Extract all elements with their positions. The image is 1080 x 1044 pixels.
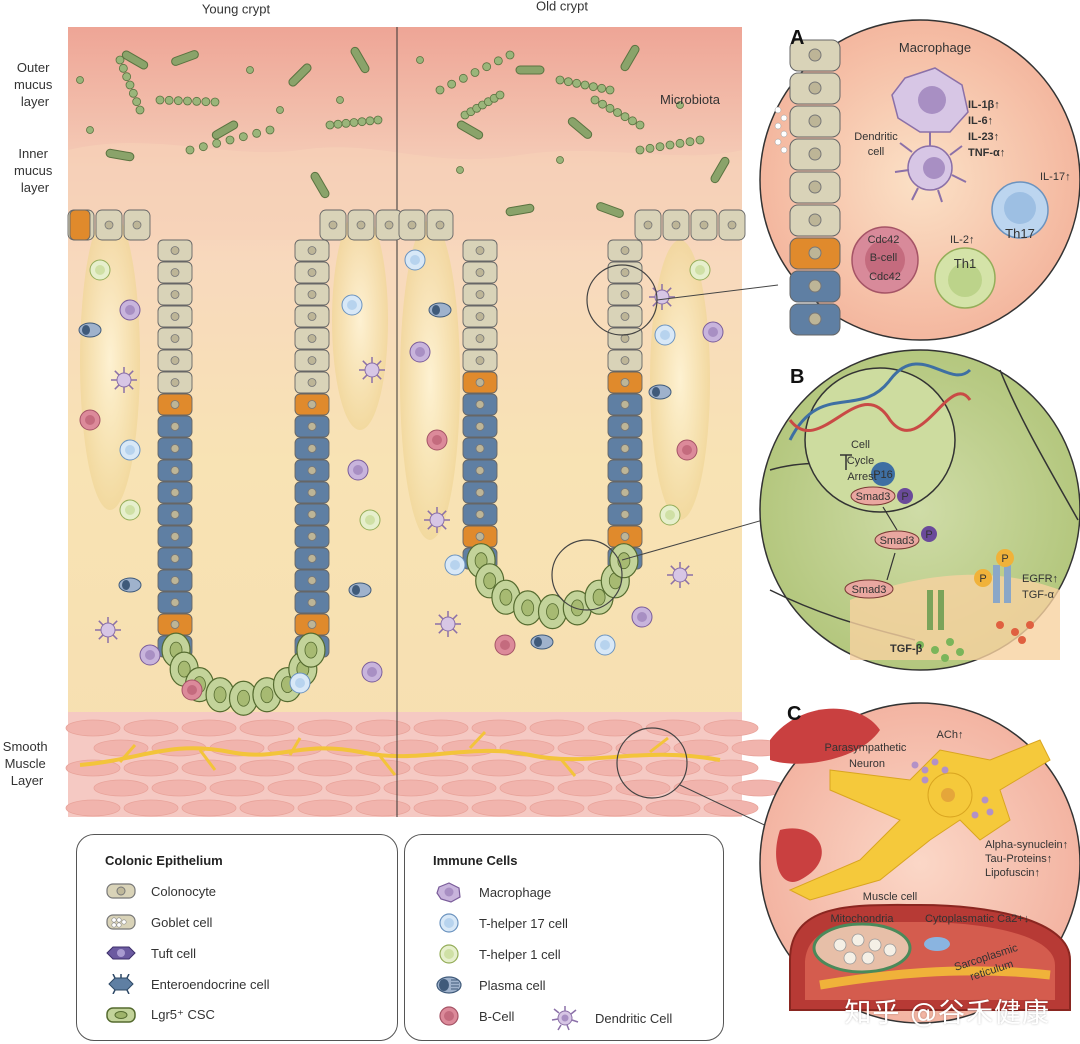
legend-immune-title: Immune Cells [433, 853, 518, 868]
legend-dendritic: Dendritic Cell [549, 1005, 672, 1031]
p16-icon [871, 462, 895, 486]
enteroendocrine-cell-icon [108, 974, 134, 994]
watermark: 知乎 @谷禾健康 [844, 998, 1050, 1029]
p-label-1: P [901, 491, 908, 503]
panel-c-letter: C [787, 703, 801, 725]
legend-th17: T-helper 17 cell [433, 912, 568, 934]
neuron-label: Parasympathetic Neuron [825, 742, 910, 770]
lamina-immune-cells [78, 249, 724, 701]
dendritic-legend-icon [551, 1006, 579, 1031]
legend-enteroendocrine: Enteroendocrine cell [105, 974, 270, 994]
p-label-4: P [1001, 553, 1008, 565]
smad3-label-1: Smad3 [856, 491, 891, 503]
b-cell-legend-icon [439, 1006, 459, 1026]
legend-epithelium-title: Colonic Epithelium [105, 853, 223, 868]
macrophage-label: Macrophage [899, 40, 971, 55]
inner-mucus-boundary [68, 142, 742, 240]
zoom-marker-b [551, 539, 623, 611]
mitochondria-label: Mitochondria [831, 913, 895, 925]
inner-mucus-label: Inner mucus layer [14, 146, 56, 195]
smooth-muscle-label: Smooth Muscle Layer [3, 739, 51, 788]
legend-bcell: B-Cell [433, 1005, 514, 1027]
cell-cycle-arrest-label: Cell Cycle Arrest [847, 439, 878, 483]
legend-goblet: Goblet cell [105, 912, 212, 932]
tgf-alpha-label: TGF-α [1022, 589, 1055, 601]
panel-b-letter: B [790, 366, 804, 388]
legend-th1: T-helper 1 cell [433, 943, 561, 965]
legend-tuft: Tuft cell [105, 943, 196, 963]
p16-label: P16 [873, 469, 893, 481]
th17-legend-icon [439, 913, 459, 933]
smad3-nuclear [850, 486, 896, 506]
legend-immune: Immune Cells Macrophage T-helper 17 cell… [404, 834, 724, 1041]
mitochondria-icon [812, 922, 912, 974]
b-cell-label: Cdc42 B-cell Cdc42 [868, 234, 903, 283]
muscle-cell-label: Muscle cell [863, 891, 917, 903]
tgf-beta-label: TGF-β [890, 643, 923, 655]
legend-csc: Lgr5⁺ CSC [105, 1005, 215, 1025]
dendritic-cell-icon [894, 132, 967, 203]
old-crypt-label: Old crypt [536, 0, 588, 13]
csc-icon [106, 1007, 136, 1023]
smad3-mid [874, 530, 920, 550]
ca-label: Cytoplasmatic Ca2+↓ [925, 913, 1029, 925]
il17-label: IL-17↑ [1040, 171, 1071, 183]
th1-legend-icon [439, 944, 459, 964]
panel-a-letter: A [790, 27, 804, 49]
young-crypt-label: Young crypt [202, 1, 271, 16]
outer-mucus-label: Outer mucus layer [14, 60, 56, 109]
egfr-receptor [974, 549, 1034, 644]
legend-macrophage: Macrophage [433, 881, 551, 903]
protein-list: Alpha-synuclein↑ Tau-Proteins↑ Lipofusci… [985, 839, 1071, 879]
smad3-low [844, 579, 894, 599]
legend-colonocyte: Colonocyte [105, 881, 216, 901]
microbiota-label: Microbiota [660, 92, 721, 107]
il2-label: IL-2↑ [950, 234, 974, 246]
macrophage-legend-icon [436, 882, 461, 903]
smooth-muscle-layer [65, 712, 787, 817]
panel-c: C Parasympathetic Neuron ACh↑ Alpha-synu… [759, 702, 1080, 1024]
p-label-2: P [925, 529, 932, 541]
tgf-beta-receptor [916, 590, 964, 662]
egfr-label: EGFR↑ [1022, 573, 1058, 585]
tuft-cell-icon [106, 946, 136, 960]
legend-epithelium: Colonic Epithelium Colonocyte Goblet cel… [76, 834, 398, 1041]
th1-label: Th1 [954, 256, 976, 271]
legend-plasma: Plasma cell [433, 974, 545, 996]
plasma-cell-legend-icon [436, 976, 462, 994]
zoom-marker-c [616, 727, 688, 799]
panel-b: B Cell Cycle Arrest P16 Smad3 P Smad3 P … [759, 349, 1080, 671]
old-crypt [398, 209, 746, 630]
colonocyte-icon [106, 883, 136, 899]
ach-label: ACh↑ [937, 729, 964, 741]
th17-label: Th17 [1005, 226, 1035, 241]
smad3-label-3: Smad3 [852, 584, 887, 596]
goblet-cell-icon [106, 914, 136, 930]
p-label-3: P [979, 573, 986, 585]
cytokine-list: IL-1β↑ IL-6↑ IL-23↑ TNF-α↑ [968, 99, 1005, 159]
microbiota-bacteria [76, 44, 730, 218]
smad3-label-2: Smad3 [880, 535, 915, 547]
